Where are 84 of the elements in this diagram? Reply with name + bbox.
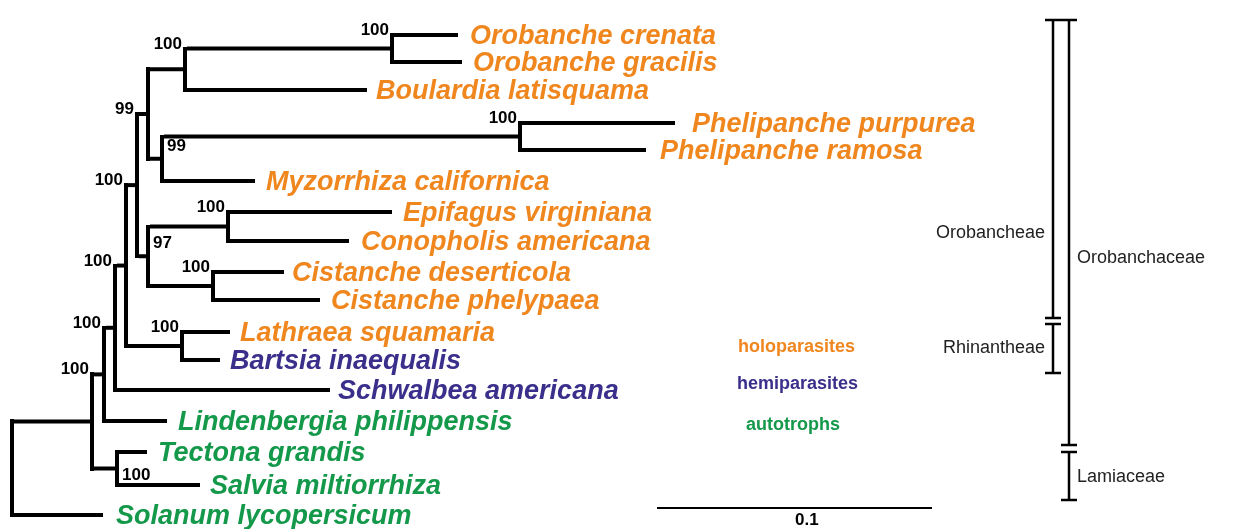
- branch-line: [150, 67, 183, 72]
- species-name: Phelipanche purpurea: [675, 108, 976, 138]
- species-name: Solanum lycopersicum: [103, 500, 412, 529]
- branch-line: [14, 513, 103, 517]
- scale-value: 0.1: [795, 510, 819, 529]
- group-label: Orobanchaceae: [1077, 247, 1206, 267]
- legend-entry: hemiparasites: [737, 373, 859, 393]
- branch-line: [394, 60, 462, 64]
- branch-line: [106, 325, 113, 330]
- clade-node: [113, 263, 117, 392]
- species-name: Myzorrhiza californica: [255, 166, 550, 196]
- branch-line: [117, 263, 124, 268]
- branch-line: [230, 210, 392, 214]
- branch-line: [94, 466, 115, 471]
- branch-line: [14, 419, 90, 424]
- branch-line: [184, 358, 220, 362]
- bootstrap-value: 100: [122, 466, 151, 483]
- branch-line: [150, 224, 226, 229]
- branch-line: [522, 121, 675, 125]
- branch-line: [164, 134, 518, 139]
- clade-node: [226, 210, 230, 243]
- species-name: Schwalbea americana: [330, 375, 619, 405]
- species-name: Cistanche phelypaea: [320, 285, 600, 315]
- clade-node: [115, 450, 119, 487]
- species-name: Epifagus virginiana: [392, 197, 653, 227]
- clade-node: [135, 112, 139, 259]
- branch-line: [187, 46, 390, 51]
- species-name: Orobanche gracilis: [462, 47, 718, 77]
- branch-line: [128, 183, 135, 188]
- species-name: Orobanche crenata: [458, 20, 717, 50]
- branch-line: [106, 419, 167, 423]
- clade-node: [124, 183, 128, 348]
- bootstrap-value: 100: [153, 34, 182, 53]
- bootstrap-value: 97: [153, 234, 172, 253]
- branch-line: [150, 284, 211, 288]
- branch-line: [128, 344, 180, 348]
- bootstrap-value: 100: [83, 251, 112, 270]
- group-label: Orobancheae: [935, 222, 1045, 242]
- clade-node: [90, 372, 94, 471]
- clade-node: [183, 46, 187, 92]
- branch-line: [164, 179, 255, 183]
- legend-entry: autotrophs: [746, 414, 840, 434]
- branch-line: [119, 450, 147, 454]
- branch-line: [139, 112, 146, 116]
- bootstrap-value: 99: [115, 100, 134, 118]
- bootstrap-value: 100: [72, 313, 101, 332]
- clade-node: [10, 419, 14, 517]
- group-label: Rhinantheae: [942, 337, 1045, 357]
- species-name: Lathraea squamaria: [230, 317, 496, 347]
- branch-line: [215, 270, 284, 274]
- clade-node: [146, 224, 150, 288]
- branch-line: [215, 298, 320, 302]
- group-label: Lamiaceae: [1077, 466, 1166, 486]
- clade-node: [160, 134, 164, 183]
- branch-line: [187, 88, 367, 92]
- bootstrap-value: 99: [167, 136, 186, 155]
- clade-node: [390, 33, 394, 64]
- branch-line: [94, 372, 102, 377]
- bootstrap-value: 100: [94, 171, 123, 190]
- branch-line: [184, 330, 230, 334]
- branch-line: [230, 239, 349, 243]
- bootstrap-value: 100: [196, 198, 225, 216]
- species-name: Tectona grandis: [147, 437, 366, 467]
- bootstrap-value: 100: [181, 258, 210, 276]
- branch-line: [522, 148, 646, 152]
- species-name: Lindenbergia philippensis: [167, 406, 513, 436]
- branch-line: [139, 254, 146, 259]
- bootstrap-value: 100: [60, 360, 89, 379]
- clade-node: [146, 67, 150, 161]
- legend-entry: holoparasites: [738, 336, 856, 356]
- species-name: Cistanche deserticola: [284, 257, 572, 287]
- bootstrap-value: 100: [488, 109, 517, 127]
- branch-line: [150, 156, 160, 161]
- bootstrap-value: 100: [150, 318, 179, 336]
- bootstrap-value: 100: [360, 21, 389, 39]
- clade-node: [102, 325, 106, 423]
- clade-node: [211, 270, 215, 302]
- species-name: Conopholis americana: [349, 226, 651, 256]
- branch-line: [394, 33, 458, 37]
- clade-node: [180, 330, 184, 362]
- clade-node: [518, 121, 522, 152]
- species-name: Salvia miltiorrhiza: [200, 470, 442, 500]
- branch-line: [117, 388, 330, 392]
- branch-line: [119, 483, 200, 487]
